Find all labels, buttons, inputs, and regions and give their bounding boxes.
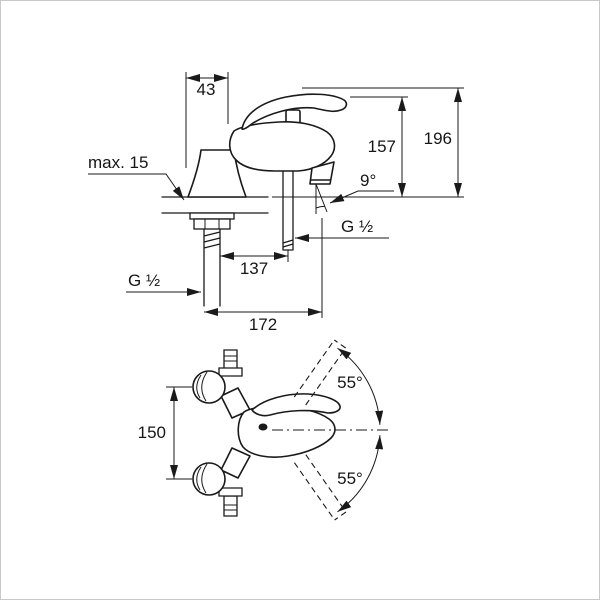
swivel-construction: 55° 55° <box>272 339 392 521</box>
deck-thickness-label: max. 15 <box>88 153 148 172</box>
swivel-arc-bottom <box>337 435 384 513</box>
mounting-nut <box>193 218 231 230</box>
dimension-137: 137 <box>220 250 289 278</box>
supply-thread-label: G ½ <box>128 271 160 290</box>
mounting-nut-facets <box>204 219 220 229</box>
dimension-label-150: 150 <box>138 423 166 442</box>
swivel-angle-label-top: 55° <box>337 373 363 392</box>
top-view-deck-mounted: 43 157 196 max. 15 9° G ½ G ½ <box>88 72 464 334</box>
front-view-wall-mounted: 55° 55° 150 <box>138 339 392 521</box>
mixer-body-front <box>237 406 336 458</box>
deck-thickness-leader <box>88 173 185 201</box>
pipe-thread-lines <box>224 355 237 511</box>
dimension-label-196: 196 <box>424 129 452 148</box>
dimension-157: 157 <box>350 96 408 197</box>
shower-thread-label: G ½ <box>341 217 373 236</box>
dimension-150: 150 <box>138 386 192 480</box>
ball-shading-lines <box>196 371 208 494</box>
spout-angle-lines <box>315 183 328 214</box>
dimension-max-15: max. 15 <box>88 153 185 201</box>
s-union-ball-bottom <box>192 462 226 496</box>
spout-outlet-nozzle <box>309 161 335 185</box>
swivel-arc-top <box>337 347 384 425</box>
extension-lines-150 <box>166 386 192 480</box>
lever-accent-dot <box>258 423 268 431</box>
lever-handle <box>241 93 348 130</box>
shower-hose-connection <box>282 170 294 251</box>
thread-label-shower: G ½ <box>295 217 389 242</box>
threaded-shank <box>203 228 221 307</box>
dimension-label-43: 43 <box>197 80 216 99</box>
thread-label-supply: G ½ <box>126 271 201 296</box>
faucet-side-silhouette <box>161 93 348 307</box>
mixer-body-spout <box>228 121 336 172</box>
s-union-ball-top <box>192 370 226 404</box>
swivel-angle-label-bottom: 55° <box>337 469 363 488</box>
dimension-9deg: 9° <box>329 171 394 204</box>
lever-handle-front <box>251 393 341 417</box>
dimension-label-172: 172 <box>249 315 277 334</box>
dimension-43: 43 <box>185 72 229 168</box>
spout-angle-leader <box>329 190 394 204</box>
extension-lines-43 <box>185 72 229 168</box>
deck-section-lines <box>161 196 269 214</box>
dimension-label-157: 157 <box>368 137 396 156</box>
extension-lines-196 <box>272 87 464 198</box>
dimension-172: 172 <box>204 218 323 334</box>
swivel-range-dashed-tubes <box>293 339 347 521</box>
wall-mount-faucet-silhouette <box>192 349 341 517</box>
mounting-washer <box>189 212 235 220</box>
spout-angle-label: 9° <box>360 171 376 190</box>
dimension-196: 196 <box>272 87 464 198</box>
dimension-label-137: 137 <box>240 259 268 278</box>
union-flanges <box>218 367 243 497</box>
